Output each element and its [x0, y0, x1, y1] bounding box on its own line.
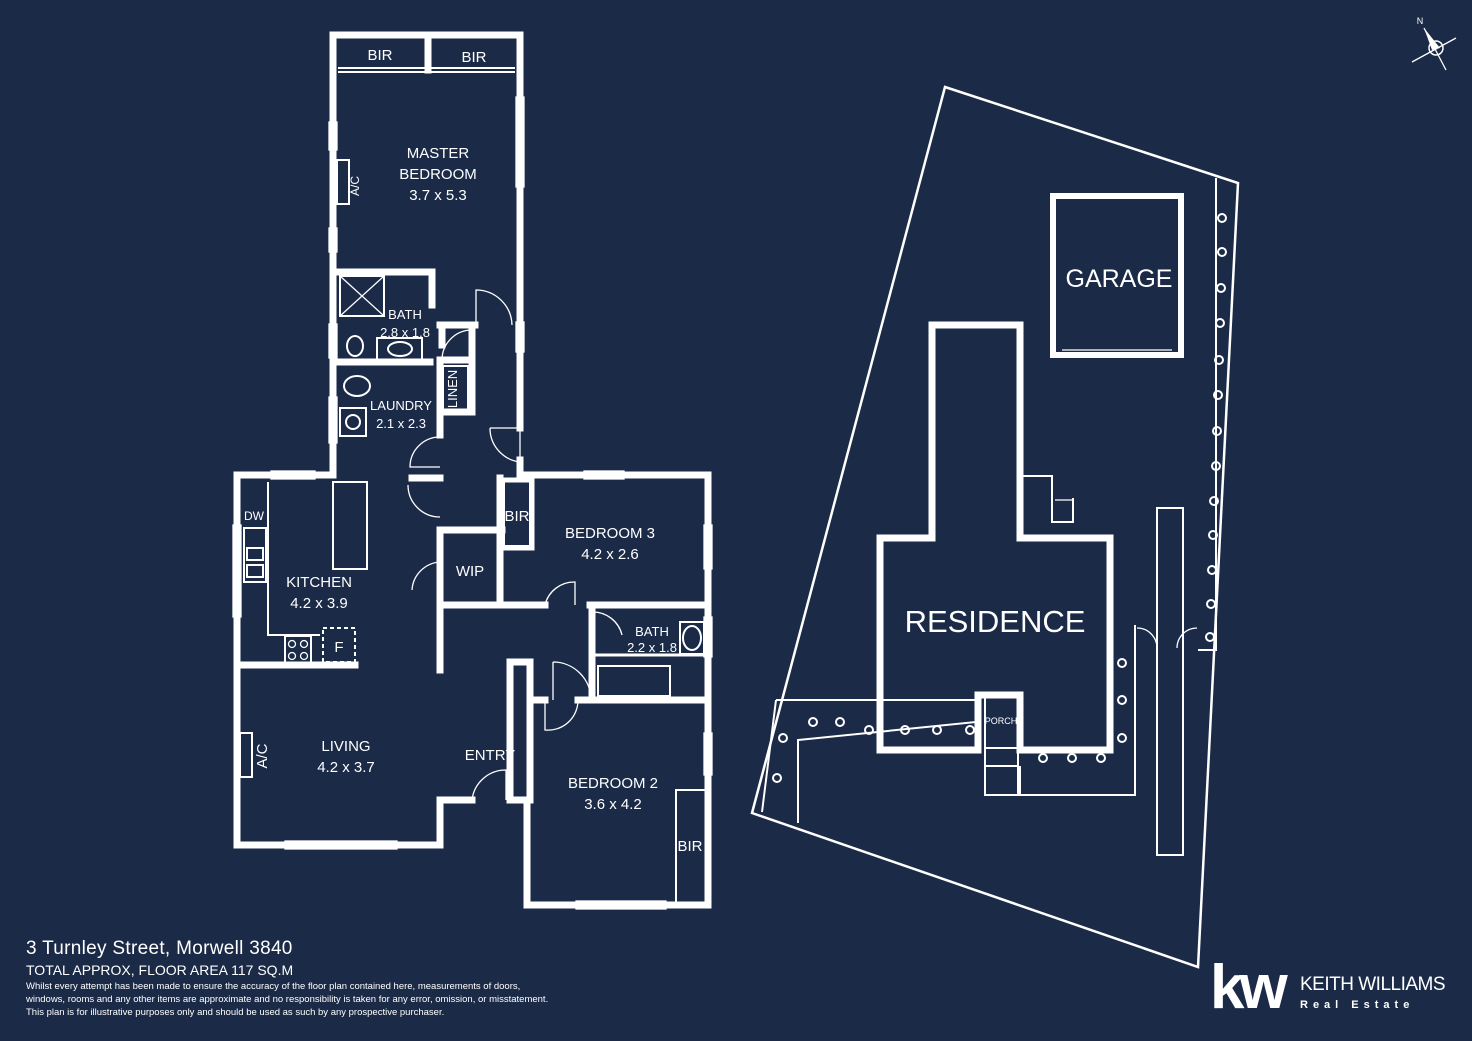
bedroom-2-label: BEDROOM 2 [568, 775, 658, 792]
fridge-label: F [334, 639, 343, 656]
kw-logo-mark: kw [1210, 953, 1288, 1022]
ac-label: A/C [254, 743, 271, 768]
dishwasher-label: DW [244, 509, 265, 523]
bir-label: BIR [367, 47, 392, 64]
north-compass-icon: N [1411, 16, 1457, 71]
wip-label: WIP [456, 563, 484, 580]
bedroom-3-size: 4.2 x 2.6 [581, 546, 639, 563]
entry-label: ENTRY [465, 747, 516, 764]
bir-label: BIR [461, 49, 486, 66]
ac-label: A/C [348, 176, 362, 196]
disclaimer-line: This plan is for illustrative purposes o… [26, 1007, 445, 1018]
master-bedroom-label: MASTER [407, 145, 470, 162]
kitchen-size: 4.2 x 3.9 [290, 595, 348, 612]
residence-label: RESIDENCE [905, 604, 1086, 639]
windows [232, 96, 713, 910]
laundry-label: LAUNDRY [370, 398, 432, 413]
master-bedroom-label: BEDROOM [399, 166, 477, 183]
bath-label: BATH [388, 307, 422, 322]
brand-subtitle: Real Estate [1300, 999, 1415, 1011]
disclaimer: Whilst every attempt has been made to en… [26, 980, 666, 1019]
fixtures [239, 159, 705, 778]
site-plan: GARAGE RESIDENCE PORCH [750, 85, 1240, 969]
garden-plants [772, 213, 1227, 783]
plan-footer: 3 Turnley Street, Morwell 3840 TOTAL APP… [26, 938, 666, 1019]
porch-label: PORCH [985, 716, 1018, 726]
living-size: 4.2 x 3.7 [317, 759, 375, 776]
bir-label: BIR [677, 838, 702, 855]
floor-area: TOTAL APPROX, FLOOR AREA 117 SQ.M [26, 962, 294, 978]
disclaimer-line: windows, rooms and any other items are a… [26, 994, 549, 1005]
svg-text:N: N [1417, 16, 1424, 26]
linen-label: LINEN [445, 370, 460, 408]
brand-name: KEITH WILLIAMS [1300, 974, 1446, 995]
keith-williams-logo: kw KEITH WILLIAMS Real Estate [1210, 953, 1446, 1022]
garage-label: GARAGE [1066, 265, 1173, 293]
bath-2-size: 2.2 x 1.8 [627, 640, 677, 655]
master-bedroom-size: 3.7 x 5.3 [409, 187, 467, 204]
disclaimer-line: Whilst every attempt has been made to en… [26, 981, 521, 992]
property-address: 3 Turnley Street, Morwell 3840 [26, 938, 293, 959]
laundry-size: 2.1 x 2.3 [376, 416, 426, 431]
kitchen-label: KITCHEN [286, 574, 352, 591]
bir-label: BIR [504, 508, 529, 525]
living-label: LIVING [321, 738, 370, 755]
bedroom-3-label: BEDROOM 3 [565, 525, 655, 542]
doors [407, 289, 623, 801]
bath-2-label: BATH [635, 624, 669, 639]
bedroom-2-size: 3.6 x 4.2 [584, 796, 642, 813]
room-labels: BIR BIR MASTER BEDROOM 3.7 x 5.3 A/C BAT… [244, 47, 703, 855]
bath-size: 2.8 x 1.8 [380, 325, 430, 340]
